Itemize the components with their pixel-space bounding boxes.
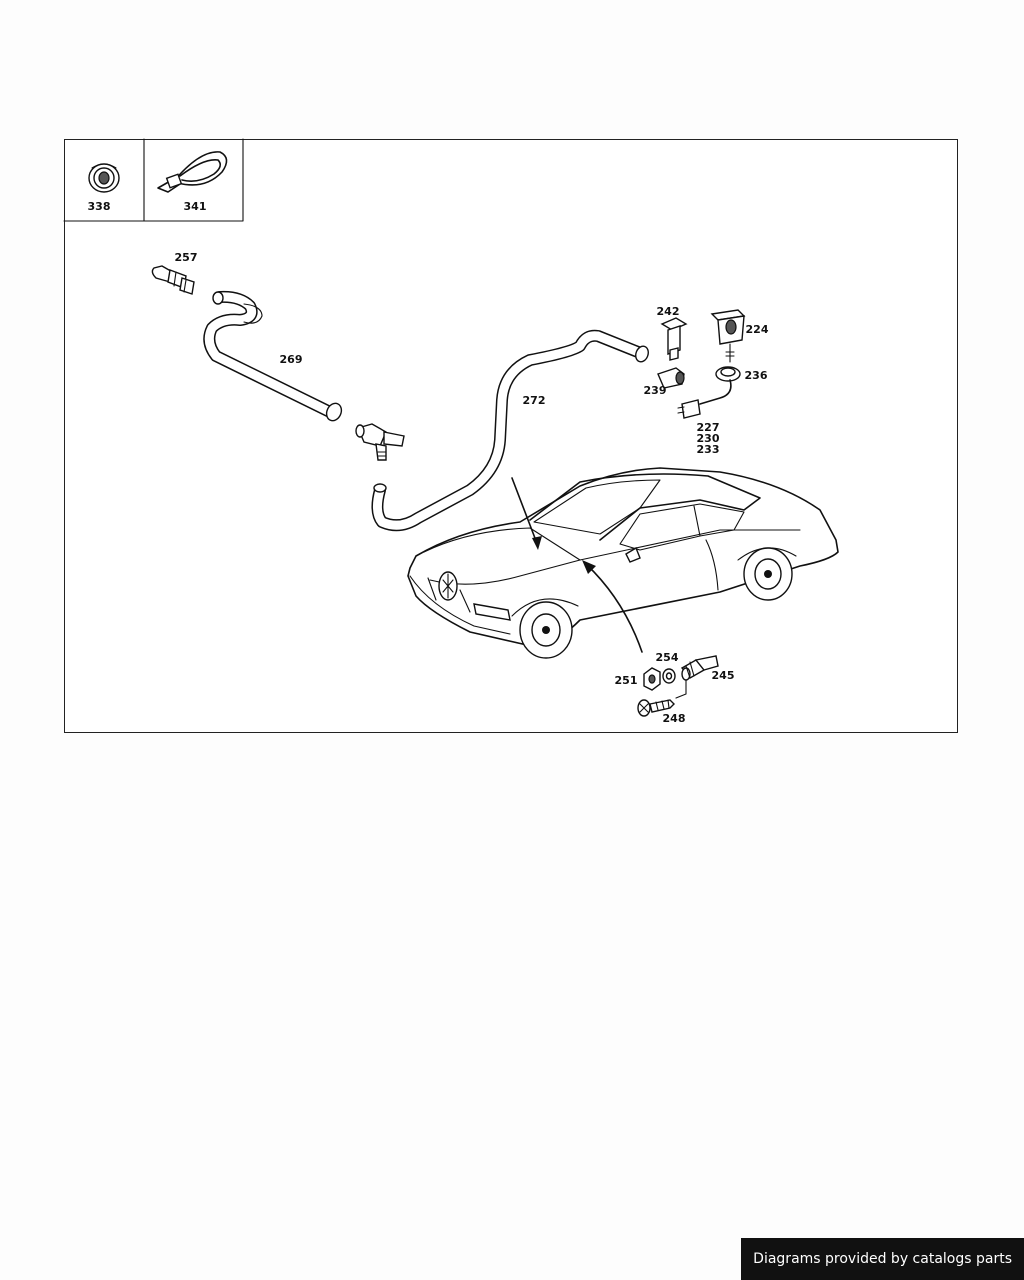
hose-269 [203,290,343,422]
label-242: 242 [657,305,680,318]
nozzle-245-icon [675,655,719,699]
nozzle-257-icon [151,265,195,295]
bracket-242-icon [660,317,688,361]
pump-224-icon [710,309,746,363]
cable-tie-341-icon [157,151,228,193]
footer-credit-badge: Diagrams provided by catalogs parts [741,1238,1024,1280]
valve-239-icon [657,367,685,389]
hose-272 [371,329,649,532]
label-248: 248 [663,712,686,725]
pointer-arrows [511,477,643,653]
nut-251-icon [643,667,661,691]
car-illustration [407,467,839,659]
label-257: 257 [175,251,198,264]
inset-boxes [63,138,244,222]
label-239: 239 [644,384,667,397]
screw-248-icon [637,699,675,717]
label-230: 230 [697,432,720,445]
label-254: 254 [656,651,679,664]
label-224: 224 [746,323,769,336]
connector-227-icon [677,399,701,419]
label-341: 341 [184,200,207,213]
label-245: 245 [712,669,735,682]
grommet-338-icon [88,163,120,193]
t-connector-icon [355,423,405,461]
label-227: 227 [697,421,720,434]
label-338: 338 [88,200,111,213]
label-272: 272 [523,394,546,407]
grommet-236-icon [699,366,741,405]
label-251: 251 [615,674,638,687]
diagram-frame [64,139,958,733]
label-269: 269 [280,353,303,366]
label-236: 236 [745,369,768,382]
washer-254-icon [662,668,676,684]
label-233: 233 [697,443,720,456]
